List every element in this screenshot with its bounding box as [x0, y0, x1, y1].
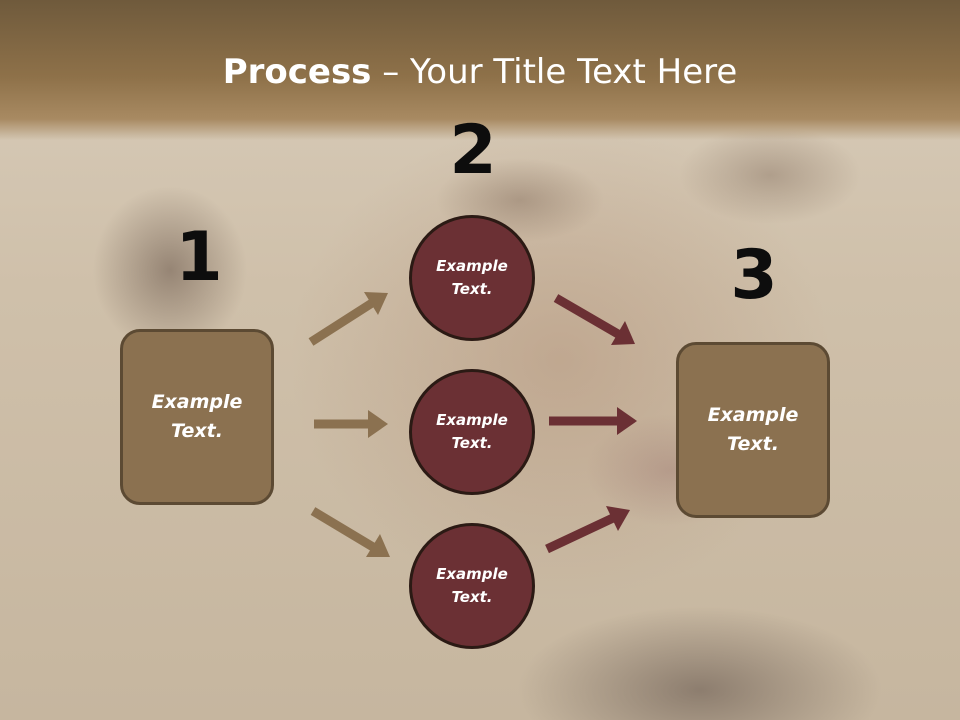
circle-top: Example Text. — [409, 215, 535, 341]
circle-middle-text: Example Text. — [436, 411, 508, 452]
tan-arrow-up — [308, 292, 388, 346]
maroon-arrow-down — [553, 294, 635, 345]
left-process-box: Example Text. — [120, 329, 274, 505]
step-number-3: 3 — [730, 236, 778, 315]
tan-arrow-right — [314, 410, 388, 438]
step-number-2: 2 — [449, 111, 497, 190]
circle-middle: Example Text. — [409, 369, 535, 495]
circle-bottom: Example Text. — [409, 523, 535, 649]
circle-top-text: Example Text. — [436, 257, 508, 298]
maroon-arrow-right — [549, 407, 637, 435]
right-process-box: Example Text. — [676, 342, 830, 518]
circle-bottom-text: Example Text. — [436, 565, 508, 606]
title-bold: Process — [222, 52, 372, 92]
tan-arrow-down — [310, 507, 390, 557]
left-box-text: Example Text. — [151, 391, 243, 442]
step-number-1: 1 — [175, 218, 223, 297]
slide-title: Process – Your Title Text Here — [0, 52, 960, 92]
maroon-arrow-up — [545, 506, 630, 554]
title-rest: – Your Title Text Here — [371, 52, 738, 92]
right-box-text: Example Text. — [707, 404, 799, 455]
header-band — [0, 0, 960, 140]
